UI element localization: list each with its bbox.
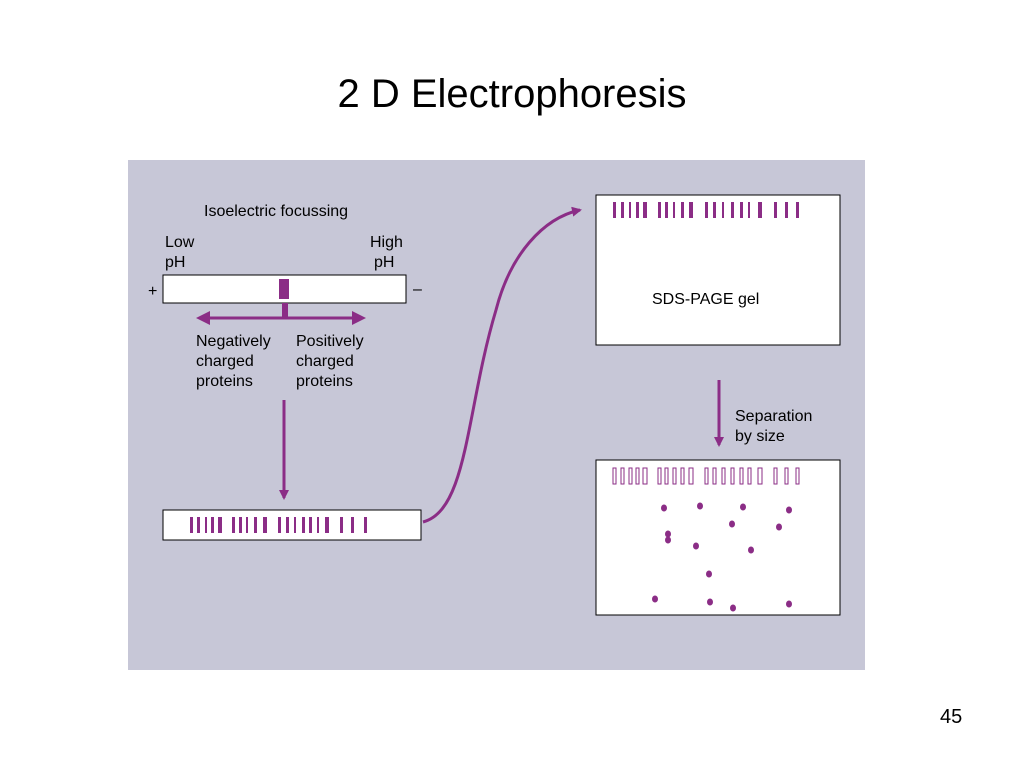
high-ph-label: pH bbox=[374, 254, 395, 271]
diagram-svg bbox=[162, 194, 841, 616]
high-label: High bbox=[370, 234, 403, 251]
separated-protein-spots bbox=[652, 502, 792, 612]
ief-title: Isoelectric focussing bbox=[204, 203, 349, 220]
transfer-curve-arrow bbox=[422, 206, 582, 524]
arrow-right-head bbox=[352, 311, 366, 325]
pos-label-2: charged bbox=[296, 353, 354, 370]
low-label: Low bbox=[165, 234, 195, 251]
arrow-left-head bbox=[196, 311, 210, 325]
plus-sign: + bbox=[148, 283, 158, 300]
pos-label-1: Positively bbox=[296, 333, 364, 350]
sds-top-strip-bands bbox=[613, 202, 799, 218]
minus-sign: – bbox=[413, 281, 422, 298]
neg-label-1: Negatively bbox=[196, 333, 271, 350]
pos-label-3: proteins bbox=[296, 373, 353, 390]
sds-gel-bottom bbox=[595, 459, 841, 616]
separation-label-1: Separation bbox=[735, 408, 813, 425]
focused-strip-bands bbox=[190, 517, 367, 533]
page-number: 45 bbox=[940, 706, 963, 728]
sds-gel-top bbox=[595, 194, 841, 346]
ief-protein-band bbox=[279, 279, 289, 299]
diagram-figure: Isoelectric focussing Low pH High pH + –… bbox=[128, 160, 865, 670]
separation-label-2: by size bbox=[735, 428, 785, 445]
sds-bottom-outline-bands bbox=[612, 467, 800, 485]
ief-stem bbox=[282, 303, 288, 317]
neg-label-2: charged bbox=[196, 353, 254, 370]
focused-strip bbox=[162, 509, 422, 541]
sds-page-label: SDS-PAGE gel bbox=[652, 291, 760, 308]
slide-title: 2 D Electrophoresis bbox=[337, 72, 687, 116]
low-ph-label: pH bbox=[165, 254, 186, 271]
neg-label-3: proteins bbox=[196, 373, 253, 390]
